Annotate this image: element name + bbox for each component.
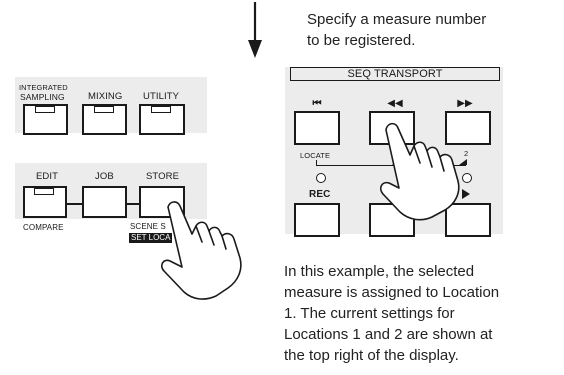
rec-led <box>316 173 326 183</box>
rec-label: REC <box>309 189 331 200</box>
locate-bracket-tick <box>316 160 317 166</box>
integrated-sampling-label-line-1: INTEGRATED <box>19 83 68 92</box>
location-2-label: 2 <box>464 149 469 158</box>
locate-bracket-line <box>316 165 466 166</box>
compare-label: COMPARE <box>23 223 64 232</box>
fast-forward-button[interactable] <box>445 111 491 145</box>
scene-store-label: SCENE S <box>130 222 166 231</box>
job-label: JOB <box>95 171 114 182</box>
integrated-sampling-led <box>35 106 55 113</box>
button-connector <box>125 203 140 205</box>
location-2-marker-icon <box>459 159 467 165</box>
edit-led <box>34 188 54 195</box>
store-label: STORE <box>146 171 180 182</box>
top-button[interactable] <box>294 111 340 145</box>
mixing-label: MIXING <box>88 91 123 102</box>
pressing-hand-store-icon <box>161 201 242 300</box>
set-location-label: SET LOCA <box>129 233 173 243</box>
utility-label: UTILITY <box>143 91 180 102</box>
locate-label: LOCATE <box>300 151 331 160</box>
button-connector <box>65 203 83 205</box>
play-icon <box>462 189 470 199</box>
job-button[interactable] <box>82 186 127 218</box>
edit-label: EDIT <box>36 171 59 182</box>
instruction-caption-line-2: to be registered. <box>307 32 416 49</box>
play-button[interactable] <box>445 203 491 237</box>
integrated-sampling-label-line-2: SAMPLING <box>20 92 65 102</box>
rec-button[interactable] <box>294 203 340 237</box>
utility-led <box>151 106 171 113</box>
explanation-caption-line-5: the top right of the display. <box>284 347 459 364</box>
explanation-caption-line-1: In this example, the selected <box>284 263 475 280</box>
explanation-caption-line-2: measure is assigned to Location <box>284 284 500 301</box>
explanation-caption-line-4: Locations 1 and 2 are shown at <box>284 326 493 343</box>
pressing-hand-rewind-icon <box>380 122 460 221</box>
explanation-caption-line-3: 1. The current settings for <box>284 305 455 322</box>
down-arrow-icon <box>248 40 262 58</box>
play-led <box>462 173 472 183</box>
mixing-led <box>94 106 114 113</box>
seq-transport-title: SEQ TRANSPORT <box>347 68 443 80</box>
rewind-icon: ◀◀ <box>387 98 403 109</box>
fast-forward-icon: ▶▶ <box>457 98 473 109</box>
instruction-caption-line-1: Specify a measure number <box>307 11 487 28</box>
integrated-sampling-button[interactable] <box>23 104 68 135</box>
seq-transport-header <box>290 67 500 81</box>
skip-to-top-icon: ⏮ <box>312 98 322 109</box>
